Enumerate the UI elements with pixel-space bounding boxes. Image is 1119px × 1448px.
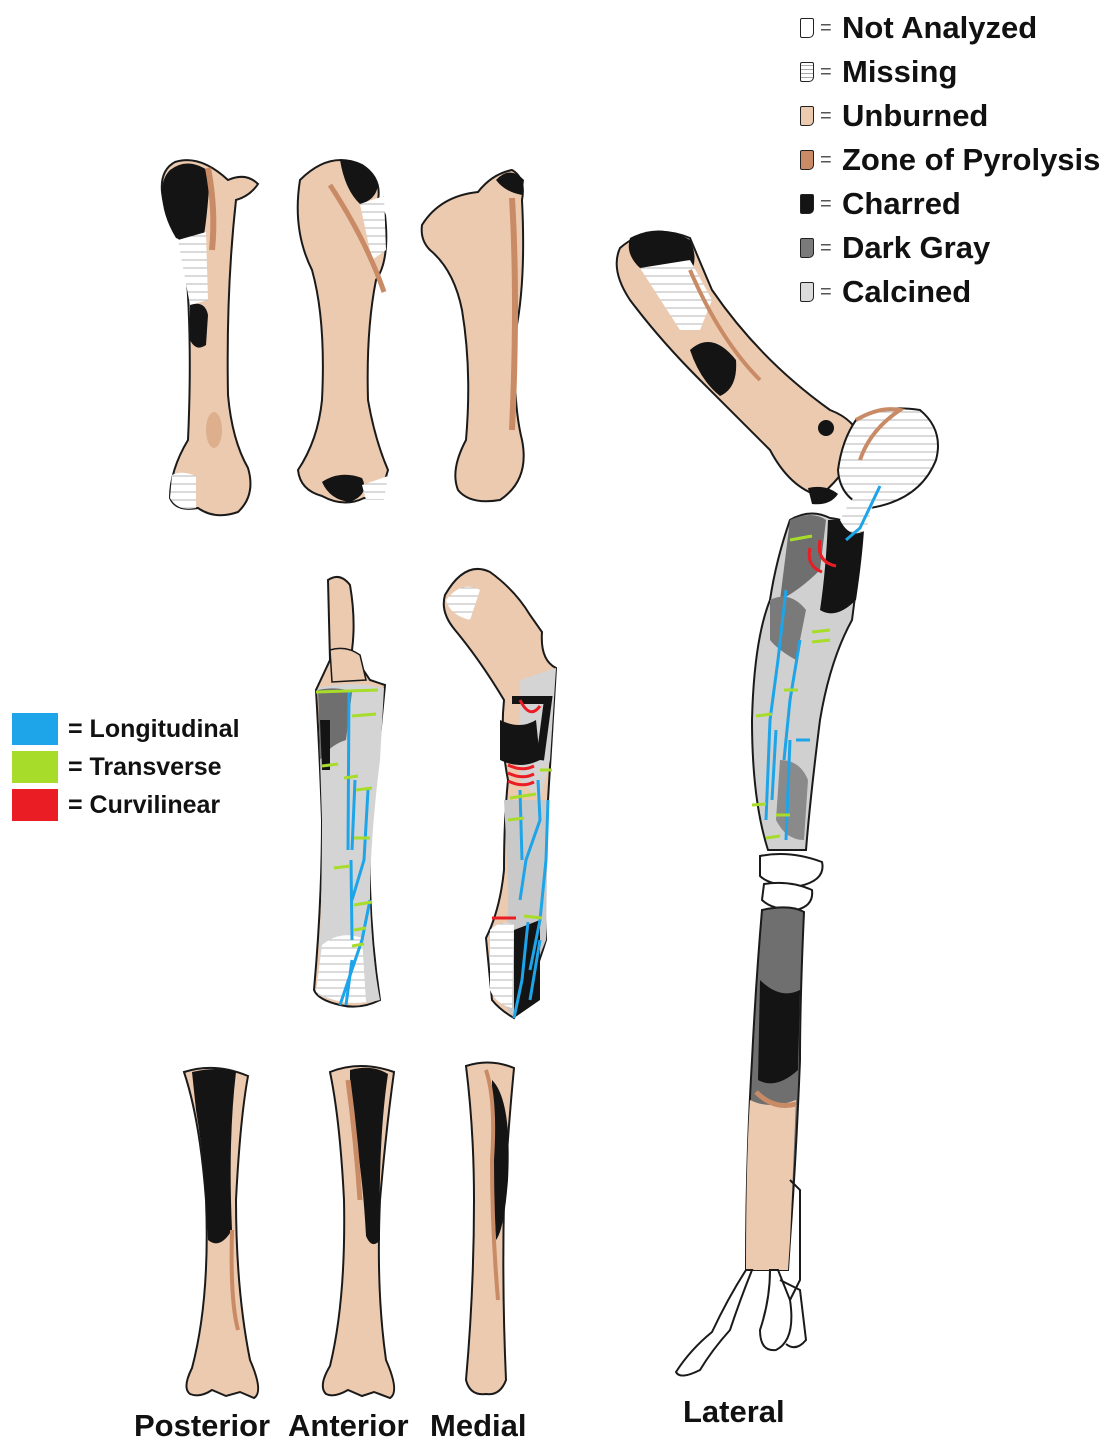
legend-item-zone-of-pyrolysis: = Zone of Pyrolysis bbox=[800, 138, 1100, 182]
cannon-medial-view bbox=[466, 1062, 514, 1394]
legend-label: = Curvilinear bbox=[68, 791, 220, 820]
legend-item-dark-gray: = Dark Gray bbox=[800, 226, 1100, 270]
burn-status-legend: = Not Analyzed = Missing = Unburned = Zo… bbox=[800, 6, 1100, 314]
swatch-missing bbox=[800, 62, 814, 82]
legend-label: Dark Gray bbox=[842, 230, 990, 266]
femur-posterior-view bbox=[162, 160, 258, 515]
legend-item-charred: = Charred bbox=[800, 182, 1100, 226]
legend-label: Zone of Pyrolysis bbox=[842, 142, 1100, 178]
view-label-anterior: Anterior bbox=[288, 1408, 409, 1444]
legend-label: Unburned bbox=[842, 98, 988, 134]
femur-medial-view bbox=[422, 170, 524, 501]
tibia-medial-view bbox=[444, 569, 556, 1018]
legend-item-missing: = Missing bbox=[800, 50, 1100, 94]
legend-item-longitudinal: = Longitudinal bbox=[12, 710, 240, 748]
fracture-type-legend: = Longitudinal = Transverse = Curvilinea… bbox=[12, 710, 240, 824]
swatch-charred bbox=[800, 194, 814, 214]
cannon-posterior-view bbox=[184, 1068, 258, 1398]
swatch-longitudinal bbox=[12, 713, 58, 745]
legend-label: = Longitudinal bbox=[68, 715, 240, 744]
view-label-lateral: Lateral bbox=[683, 1394, 785, 1430]
legend-item-curvilinear: = Curvilinear bbox=[12, 786, 240, 824]
view-label-medial: Medial bbox=[430, 1408, 526, 1444]
swatch-calcined bbox=[800, 282, 814, 302]
legend-label: = Transverse bbox=[68, 753, 222, 782]
swatch-not-analyzed bbox=[800, 18, 814, 38]
legend-item-unburned: = Unburned bbox=[800, 94, 1100, 138]
legend-item-not-analyzed: = Not Analyzed bbox=[800, 6, 1100, 50]
legend-label: Missing bbox=[842, 54, 957, 90]
swatch-curvilinear bbox=[12, 789, 58, 821]
femur-anterior-view bbox=[298, 160, 388, 503]
tibia-posterior-view bbox=[314, 577, 385, 1007]
legend-label: Charred bbox=[842, 186, 961, 222]
lateral-limb-view bbox=[617, 230, 938, 1375]
swatch-pyrolysis bbox=[800, 150, 814, 170]
cannon-anterior-view bbox=[323, 1066, 394, 1398]
legend-item-transverse: = Transverse bbox=[12, 748, 240, 786]
view-label-posterior: Posterior bbox=[134, 1408, 270, 1444]
swatch-unburned bbox=[800, 106, 814, 126]
swatch-dark-gray bbox=[800, 238, 814, 258]
legend-label: Not Analyzed bbox=[842, 10, 1037, 46]
swatch-transverse bbox=[12, 751, 58, 783]
legend-label: Calcined bbox=[842, 274, 971, 310]
legend-item-calcined: = Calcined bbox=[800, 270, 1100, 314]
